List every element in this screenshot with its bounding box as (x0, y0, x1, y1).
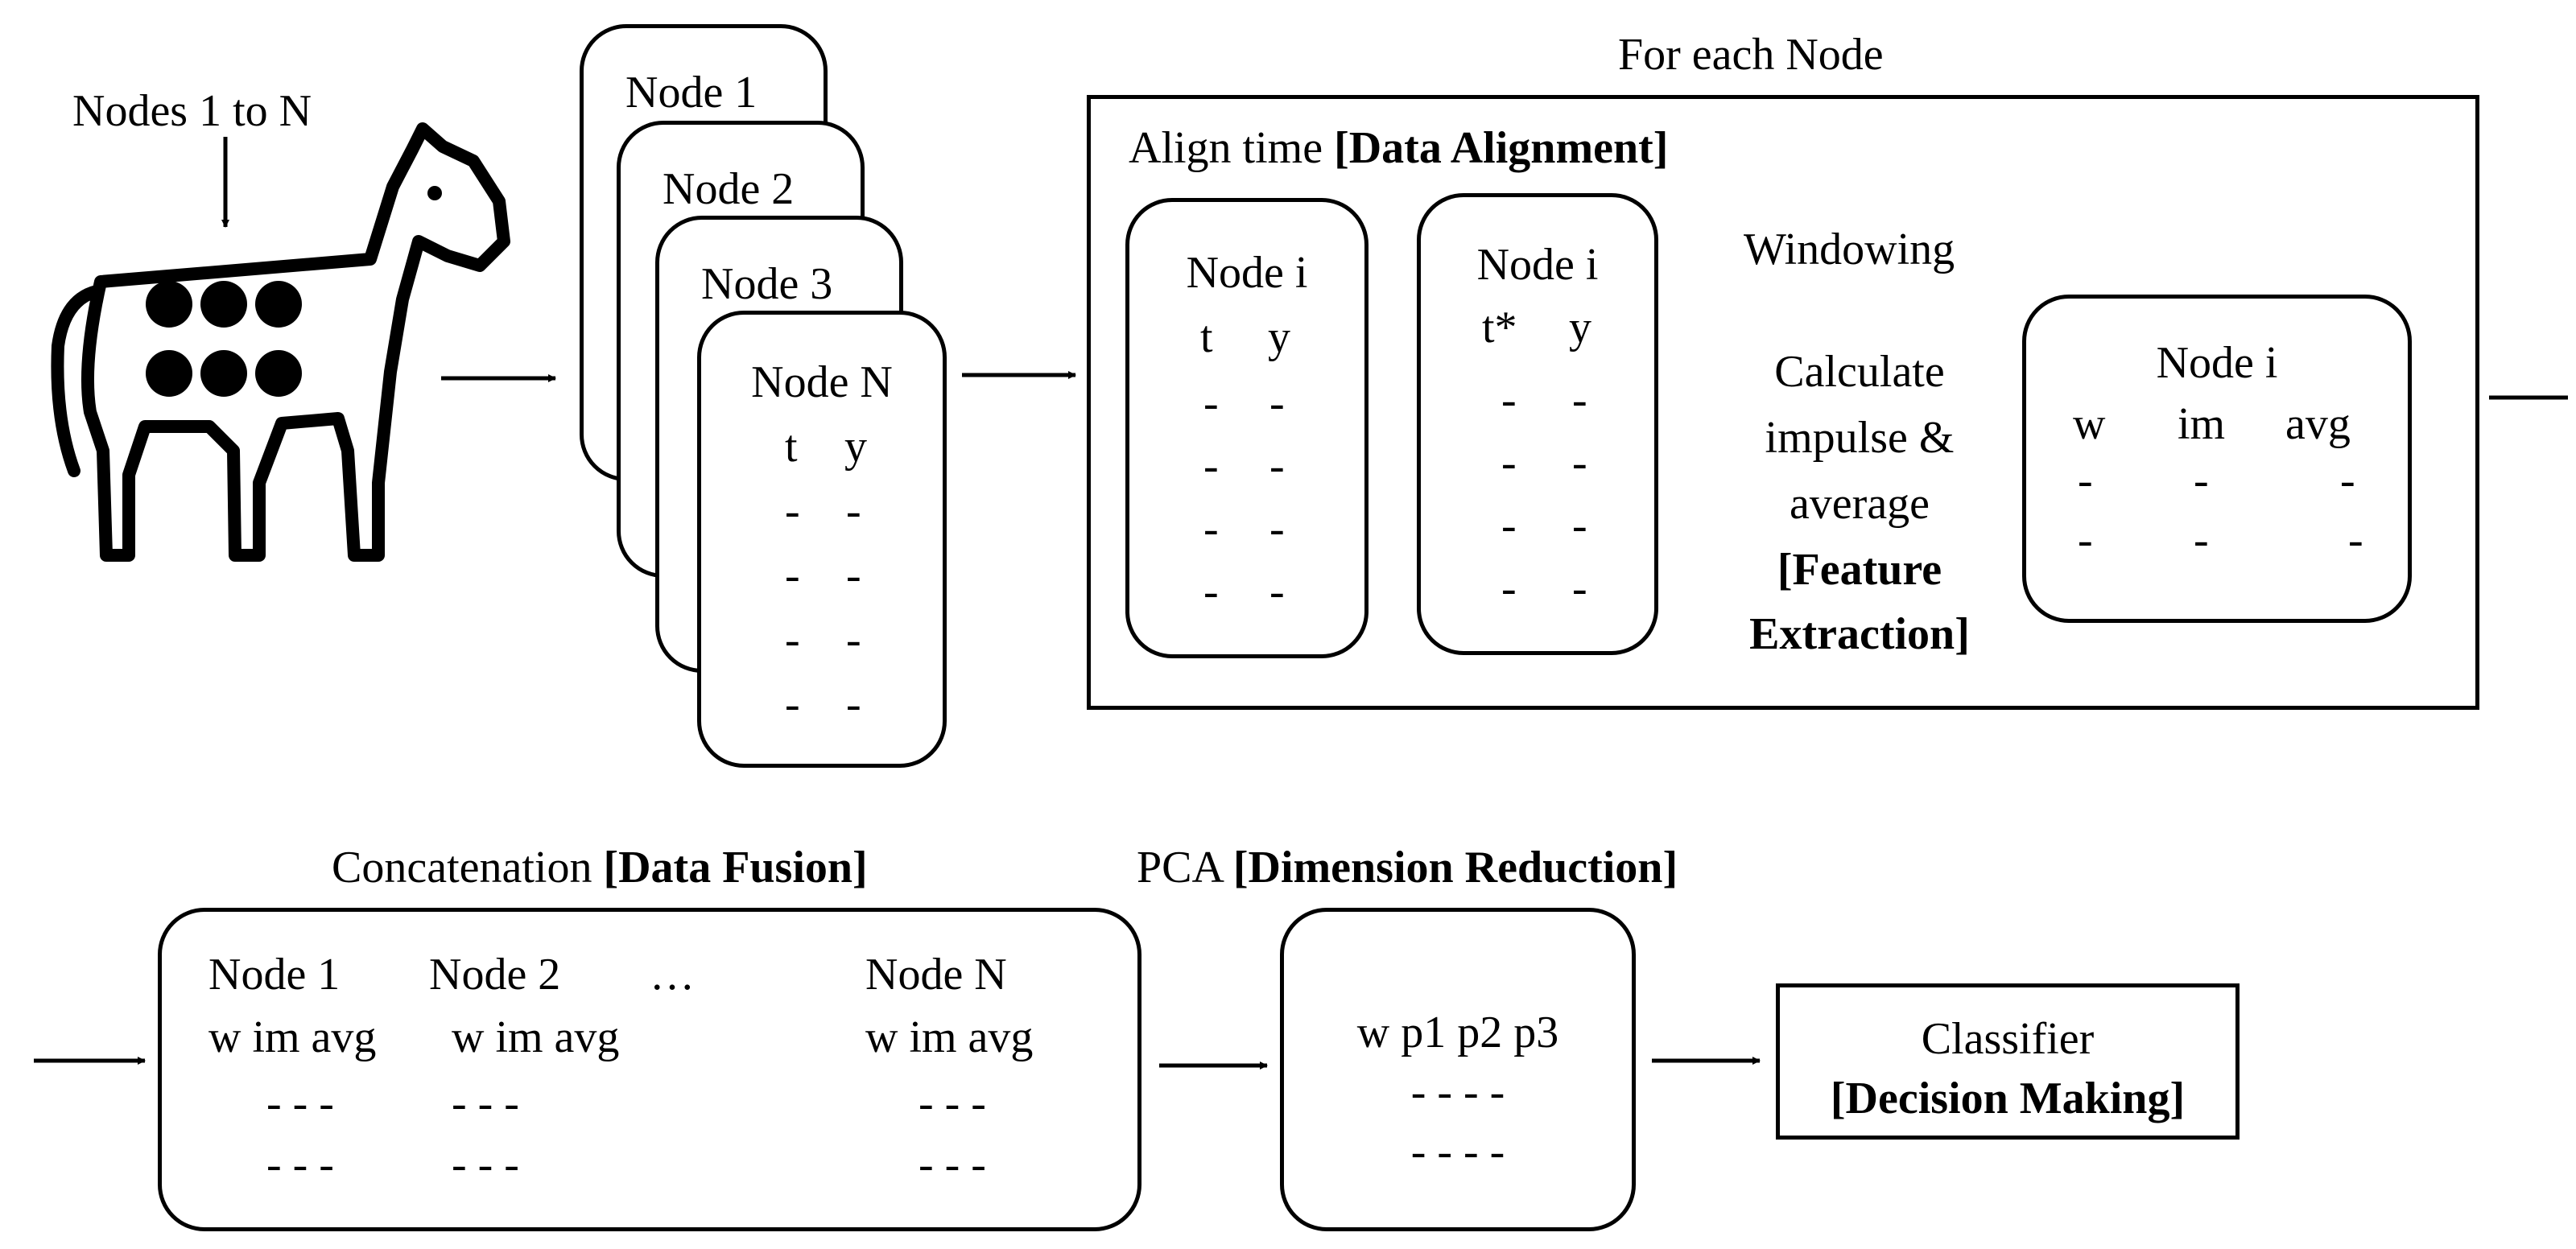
aligned-node-dash: - (1572, 501, 1587, 550)
fusion-dashes-1a: - - - (266, 1078, 334, 1128)
node-card-n-col-y: y (844, 422, 867, 472)
raw-node-dash: - (1269, 504, 1285, 554)
fusion-dashes-na: - - - (919, 1078, 986, 1128)
raw-node-table: Node i t y - - - - - - - - (1125, 198, 1368, 658)
input-label: Nodes 1 to N (72, 86, 312, 136)
pca-dash-row-1: - - - - (1410, 1067, 1505, 1117)
calc-line-1: Calculate (1774, 347, 1945, 397)
sensor-node-5 (200, 350, 247, 397)
pca-title: PCA [Dimension Reduction] (1137, 845, 1678, 890)
aligned-node-dash: - (1572, 375, 1587, 425)
aligned-node-table: Node i t* y - - - - - - - - (1417, 193, 1658, 655)
node-card-n-dash: - (785, 550, 800, 600)
align-time-label: Align time [Data Alignment] (1129, 126, 1668, 171)
decision-making-tag: [Decision Making] (1830, 1074, 2186, 1123)
fusion-ellipsis: … (650, 950, 695, 1000)
fusion-dashes-2a: - - - (452, 1078, 519, 1128)
fusion-cols-2: w im avg (452, 1012, 620, 1062)
fusion-table: Node 1 Node 2 … Node N w im avg w im avg… (158, 908, 1141, 1231)
raw-node-dash: - (1203, 378, 1219, 428)
sensor-node-6 (255, 350, 302, 397)
align-time-text: Align time (1129, 123, 1335, 173)
feature-dash: - (2340, 455, 2355, 505)
aligned-node-title: Node i (1476, 240, 1599, 290)
classifier-label: Classifier (1921, 1014, 2095, 1064)
fusion-cols-n: w im avg (865, 1012, 1034, 1062)
raw-node-dash: - (1203, 567, 1219, 616)
sensor-node-3 (255, 281, 302, 328)
node-card-n-title: Node N (751, 357, 893, 407)
raw-node-dash: - (1269, 378, 1285, 428)
per-node-title: For each Node (1618, 30, 1884, 80)
feature-tag-line-2: Extraction] (1749, 609, 1970, 659)
classifier-box: Classifier [Decision Making] (1776, 983, 2240, 1140)
node-card-1-title: Node 1 (625, 68, 758, 117)
pca-title-text: PCA (1137, 843, 1233, 892)
feature-tag-line-1: [Feature (1777, 545, 1942, 595)
aligned-node-col-t: t* (1482, 303, 1517, 352)
fusion-title: Concatenation [Data Fusion] (332, 845, 868, 890)
horse-eye (427, 186, 442, 200)
sensor-node-4 (146, 350, 192, 397)
node-card-n-dash: - (846, 679, 861, 729)
node-card-n-dash: - (846, 615, 861, 665)
node-card-n: Node N t y - - - - - - - - (697, 311, 947, 768)
raw-node-dash: - (1203, 441, 1219, 491)
pca-columns: w p1 p2 p3 (1356, 1008, 1559, 1057)
fusion-dashes-1b: - - - (266, 1140, 334, 1189)
feature-dash: - (2194, 455, 2209, 505)
aligned-node-dash: - (1501, 563, 1517, 613)
aligned-node-col-y: y (1569, 303, 1591, 352)
fusion-group-1: Node 1 (208, 950, 341, 1000)
node-card-n-dash: - (785, 615, 800, 665)
feature-table-title: Node i (2156, 338, 2278, 388)
fusion-dashes-nb: - - - (919, 1140, 986, 1189)
aligned-node-dash: - (1501, 438, 1517, 488)
calc-line-3: average (1789, 479, 1930, 529)
feature-dash: - (2078, 455, 2093, 505)
windowing-label: Windowing (1744, 225, 1955, 274)
pca-dash-row-2: - - - - (1410, 1127, 1505, 1177)
fusion-title-text: Concatenation (332, 843, 604, 892)
node-card-n-col-t: t (785, 422, 798, 472)
raw-node-title: Node i (1186, 248, 1308, 298)
feature-col-im: im (2178, 399, 2226, 449)
node-card-n-dash: - (785, 679, 800, 729)
calc-line-2: impulse & (1765, 413, 1955, 463)
fusion-cols-1: w im avg (208, 1012, 377, 1062)
feature-table: Node i w im avg - - - - - - (2022, 295, 2412, 623)
fusion-group-n: Node N (865, 950, 1007, 1000)
fusion-dashes-2b: - - - (452, 1140, 519, 1189)
raw-node-dash: - (1269, 567, 1285, 616)
data-alignment-tag: [Data Alignment] (1334, 123, 1669, 173)
node-card-n-dash: - (785, 486, 800, 536)
feature-dash: - (2194, 515, 2209, 565)
feature-dash: - (2348, 515, 2363, 565)
dimension-reduction-tag: [Dimension Reduction] (1232, 843, 1678, 892)
aligned-node-dash: - (1501, 375, 1517, 425)
raw-node-dash: - (1203, 504, 1219, 554)
feature-dash: - (2078, 515, 2093, 565)
sensor-node-2 (200, 281, 247, 328)
node-card-n-dash: - (846, 486, 861, 536)
feature-col-avg: avg (2285, 399, 2351, 449)
pca-table: w p1 p2 p3 - - - - - - - - (1280, 908, 1636, 1231)
aligned-node-dash: - (1572, 438, 1587, 488)
aligned-node-dash: - (1501, 501, 1517, 550)
raw-node-dash: - (1269, 441, 1285, 491)
data-fusion-tag: [Data Fusion] (603, 843, 868, 892)
raw-node-col-y: y (1268, 312, 1290, 362)
raw-node-col-t: t (1200, 312, 1213, 362)
feature-col-w: w (2073, 399, 2106, 449)
node-card-n-dash: - (846, 550, 861, 600)
node-card-3-title: Node 3 (701, 259, 833, 309)
aligned-node-dash: - (1572, 563, 1587, 613)
node-card-2-title: Node 2 (663, 164, 795, 214)
fusion-group-2: Node 2 (429, 950, 561, 1000)
sensor-node-1 (146, 281, 192, 328)
